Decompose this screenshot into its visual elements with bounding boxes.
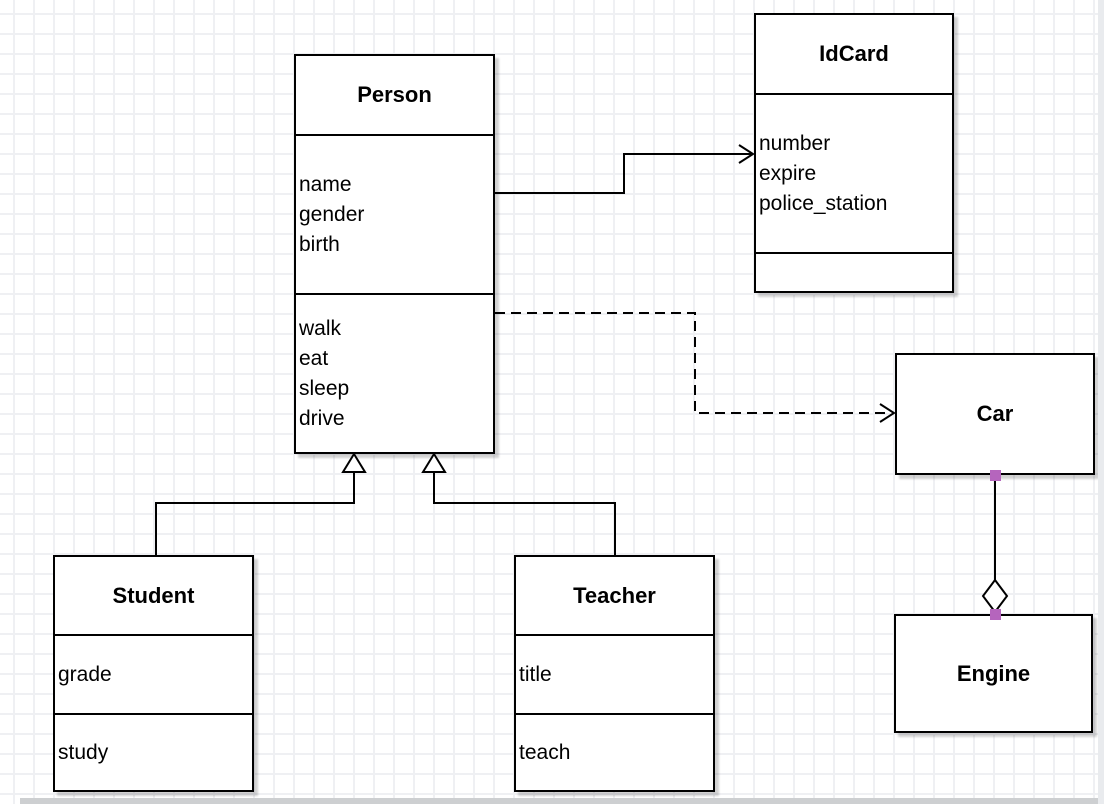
class-box-engine[interactable]: Engine xyxy=(894,614,1093,733)
connector-person-car[interactable] xyxy=(495,312,896,423)
class-box-idcard[interactable]: IdCard number expire police_station xyxy=(754,13,954,293)
teacher-methods-section: teach xyxy=(516,715,713,790)
idcard-attributes-section: number expire police_station xyxy=(756,95,952,254)
aggregation-diamond-icon xyxy=(981,578,1009,614)
connector-car-engine[interactable] xyxy=(981,470,1009,620)
generalization-triangle-icon xyxy=(421,452,447,473)
method: drive xyxy=(299,406,345,430)
teacher-attributes-section: title xyxy=(516,636,713,715)
method: walk xyxy=(299,316,342,340)
person-methods-section: walk eat sleep drive xyxy=(296,295,493,452)
attribute: gender xyxy=(299,202,365,226)
method: study xyxy=(58,740,109,764)
attribute: title xyxy=(519,662,552,686)
horizontal-scrollbar[interactable] xyxy=(20,798,1104,804)
connection-handle[interactable] xyxy=(990,470,1001,481)
generalization-triangle-icon xyxy=(341,452,367,473)
class-box-car[interactable]: Car xyxy=(895,353,1095,475)
class-box-teacher[interactable]: Teacher title teach xyxy=(514,555,715,792)
connector-teacher-person[interactable] xyxy=(421,452,616,555)
class-title-engine: Engine xyxy=(956,660,1031,686)
method: teach xyxy=(519,740,571,764)
vertical-scrollbar[interactable] xyxy=(1098,0,1104,804)
student-methods-section: study xyxy=(55,715,252,790)
class-title-idcard: IdCard xyxy=(756,15,952,95)
method: sleep xyxy=(299,376,350,400)
method: eat xyxy=(299,346,329,370)
connector-person-idcard[interactable] xyxy=(495,144,755,194)
class-title-car: Car xyxy=(976,401,1014,426)
connection-handle[interactable] xyxy=(990,609,1001,620)
open-arrowhead-icon xyxy=(879,403,896,423)
attribute: birth xyxy=(299,232,340,256)
class-box-student[interactable]: Student grade study xyxy=(53,555,254,792)
class-title-teacher: Teacher xyxy=(516,557,713,636)
attribute: police_station xyxy=(759,191,888,215)
connector-student-person[interactable] xyxy=(155,452,367,555)
student-attributes-section: grade xyxy=(55,636,252,715)
attribute: grade xyxy=(58,662,112,686)
attribute: expire xyxy=(759,161,817,185)
open-arrowhead-icon xyxy=(738,144,755,164)
attribute: name xyxy=(299,172,352,196)
class-title-person: Person xyxy=(296,56,493,136)
class-title-student: Student xyxy=(55,557,252,636)
attribute: number xyxy=(759,131,831,155)
class-box-person[interactable]: Person name gender birth walk eat sleep … xyxy=(294,54,495,454)
person-attributes-section: name gender birth xyxy=(296,136,493,295)
